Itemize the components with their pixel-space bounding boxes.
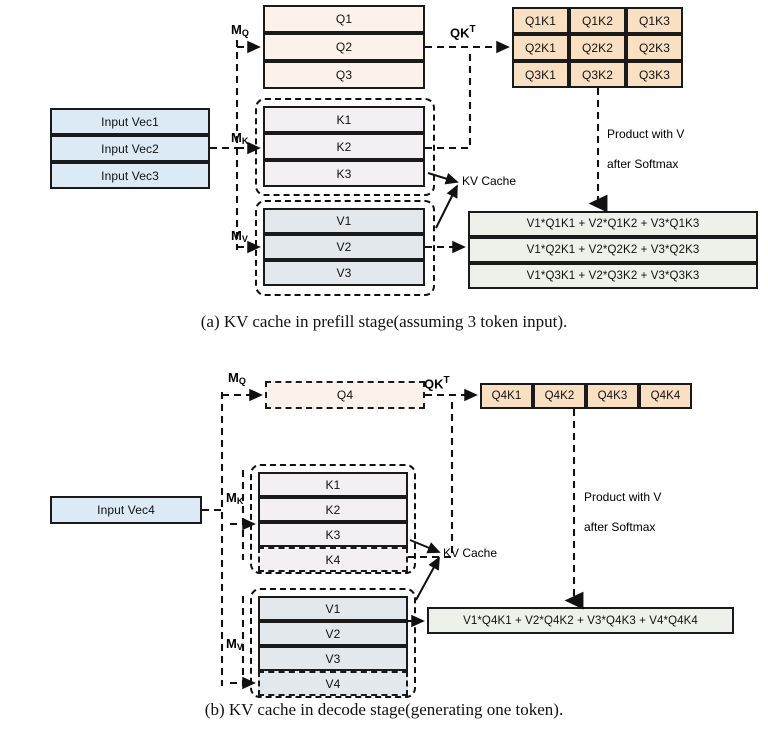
- panel-b-qkt-cell: Q4K3: [586, 383, 639, 409]
- panel-b-v-1: V1: [258, 596, 408, 621]
- panel-a-input-vec-2: Input Vec2: [50, 135, 210, 162]
- panel-a-qkt-cell: Q3K3: [626, 61, 683, 88]
- panel-a-v-3: V3: [263, 260, 425, 286]
- panel-b-qkt-label: QKT: [424, 375, 450, 391]
- panel-b-caption: (b) KV cache in decode stage(generating …: [204, 700, 564, 719]
- panel-b-kv-cache-pointer-v: [415, 556, 440, 601]
- qkt-text: QK: [450, 25, 470, 41]
- panel-a-output-row: V1*Q2K1 + V2*Q2K2 + V3*Q2K3: [468, 237, 758, 263]
- mv-subscript: V: [236, 642, 243, 652]
- panel-a-q-2: Q2: [263, 33, 425, 61]
- mk-letter: M: [231, 130, 242, 145]
- panel-a-caption: (a) KV cache in prefill stage(assuming 3…: [200, 312, 568, 331]
- panel-a-k-1: K1: [263, 106, 425, 133]
- qkt-superscript-t: T: [469, 24, 476, 35]
- panel-b-k-1: K1: [258, 472, 408, 497]
- mv-letter: M: [226, 636, 237, 651]
- qkt-superscript-t: T: [443, 375, 450, 386]
- panel-a-input-to-bus: [210, 40, 239, 250]
- panel-a-softmax-note-line1: Product with V: [607, 127, 685, 141]
- panel-a-q-3: Q3: [263, 61, 425, 89]
- panel-b-input-vec-4: Input Vec4: [50, 496, 202, 524]
- panel-b-q-4: Q4: [265, 381, 425, 409]
- panel-a-qkt-cell: Q1K2: [569, 7, 626, 34]
- panel-b-kv-cache-label: KV Cache: [443, 546, 498, 560]
- panel-a-qkt-cell: Q2K3: [626, 34, 683, 61]
- mv-subscript: V: [241, 234, 248, 244]
- panel-b-qkt-cell: Q4K2: [533, 383, 586, 409]
- panel-a-mv-label: MV: [231, 228, 248, 244]
- panel-a-qkt-cell: Q1K1: [512, 7, 569, 34]
- panel-b-mv-label: MV: [226, 636, 243, 652]
- panel-b-v-2: V2: [258, 621, 408, 646]
- panel-b-output-row: V1*Q4K1 + V2*Q4K2 + V3*Q4K3 + V4*Q4K4: [427, 607, 734, 634]
- panel-a-kv-cache-label: KV Cache: [462, 174, 517, 188]
- panel-a-output-row: V1*Q1K1 + V2*Q1K2 + V3*Q1K3: [468, 211, 758, 237]
- mq-subscript: Q: [241, 28, 249, 38]
- panel-b-qkt-cell: Q4K1: [480, 383, 533, 409]
- mk-subscript: K: [236, 496, 244, 506]
- panel-a-v-2: V2: [263, 234, 425, 260]
- mk-subscript: K: [241, 136, 249, 146]
- panel-a-mk-label: MK: [231, 130, 249, 146]
- panel-a-k-2: K2: [263, 133, 425, 160]
- panel-b-mk-label: MK: [226, 490, 244, 506]
- panel-a-qkt-cell: Q1K3: [626, 7, 683, 34]
- panel-b-k-4: K4: [258, 547, 408, 572]
- panel-b-v-cache-group: [250, 588, 416, 698]
- mq-letter: M: [231, 22, 242, 37]
- panel-a-qkt-cell: Q2K2: [569, 34, 626, 61]
- panel-a-kv-cache-pointer-v: [435, 184, 458, 229]
- panel-b-k-3: K3: [258, 522, 408, 547]
- qkt-text: QK: [424, 376, 444, 392]
- mv-letter: M: [231, 228, 242, 243]
- mq-subscript: Q: [238, 376, 246, 386]
- panel-a-mq-label: MQ: [231, 22, 249, 38]
- panel-a-q-1: Q1: [263, 5, 425, 33]
- panel-a-k-3: K3: [263, 160, 425, 187]
- mq-letter: M: [228, 370, 239, 385]
- panel-a-softmax-note-line2: after Softmax: [607, 157, 679, 171]
- panel-a-qkt-cell: Q3K2: [569, 61, 626, 88]
- panel-b-softmax-note-line1: Product with V: [584, 490, 662, 504]
- panel-b-softmax-note-line2: after Softmax: [584, 520, 656, 534]
- panel-b-mq-label: MQ: [228, 370, 246, 386]
- panel-a-qkt-label: QKT: [450, 24, 476, 40]
- panel-a-output-row: V1*Q3K1 + V2*Q3K2 + V3*Q3K3: [468, 263, 758, 289]
- panel-b-qkt-cell: Q4K4: [639, 383, 692, 409]
- panel-a-v-1: V1: [263, 208, 425, 234]
- panel-b-v-3: V3: [258, 646, 408, 671]
- panel-b-v-4: V4: [258, 671, 408, 696]
- panel-b-input-to-bus: [202, 392, 224, 686]
- panel-a-input-vec-3: Input Vec3: [50, 162, 210, 189]
- mk-letter: M: [226, 490, 237, 505]
- panel-a-input-vec-1: Input Vec1: [50, 108, 210, 135]
- panel-b-k-2: K2: [258, 497, 408, 522]
- panel-a-qkt-cell: Q3K1: [512, 61, 569, 88]
- panel-a-qkt-cell: Q2K1: [512, 34, 569, 61]
